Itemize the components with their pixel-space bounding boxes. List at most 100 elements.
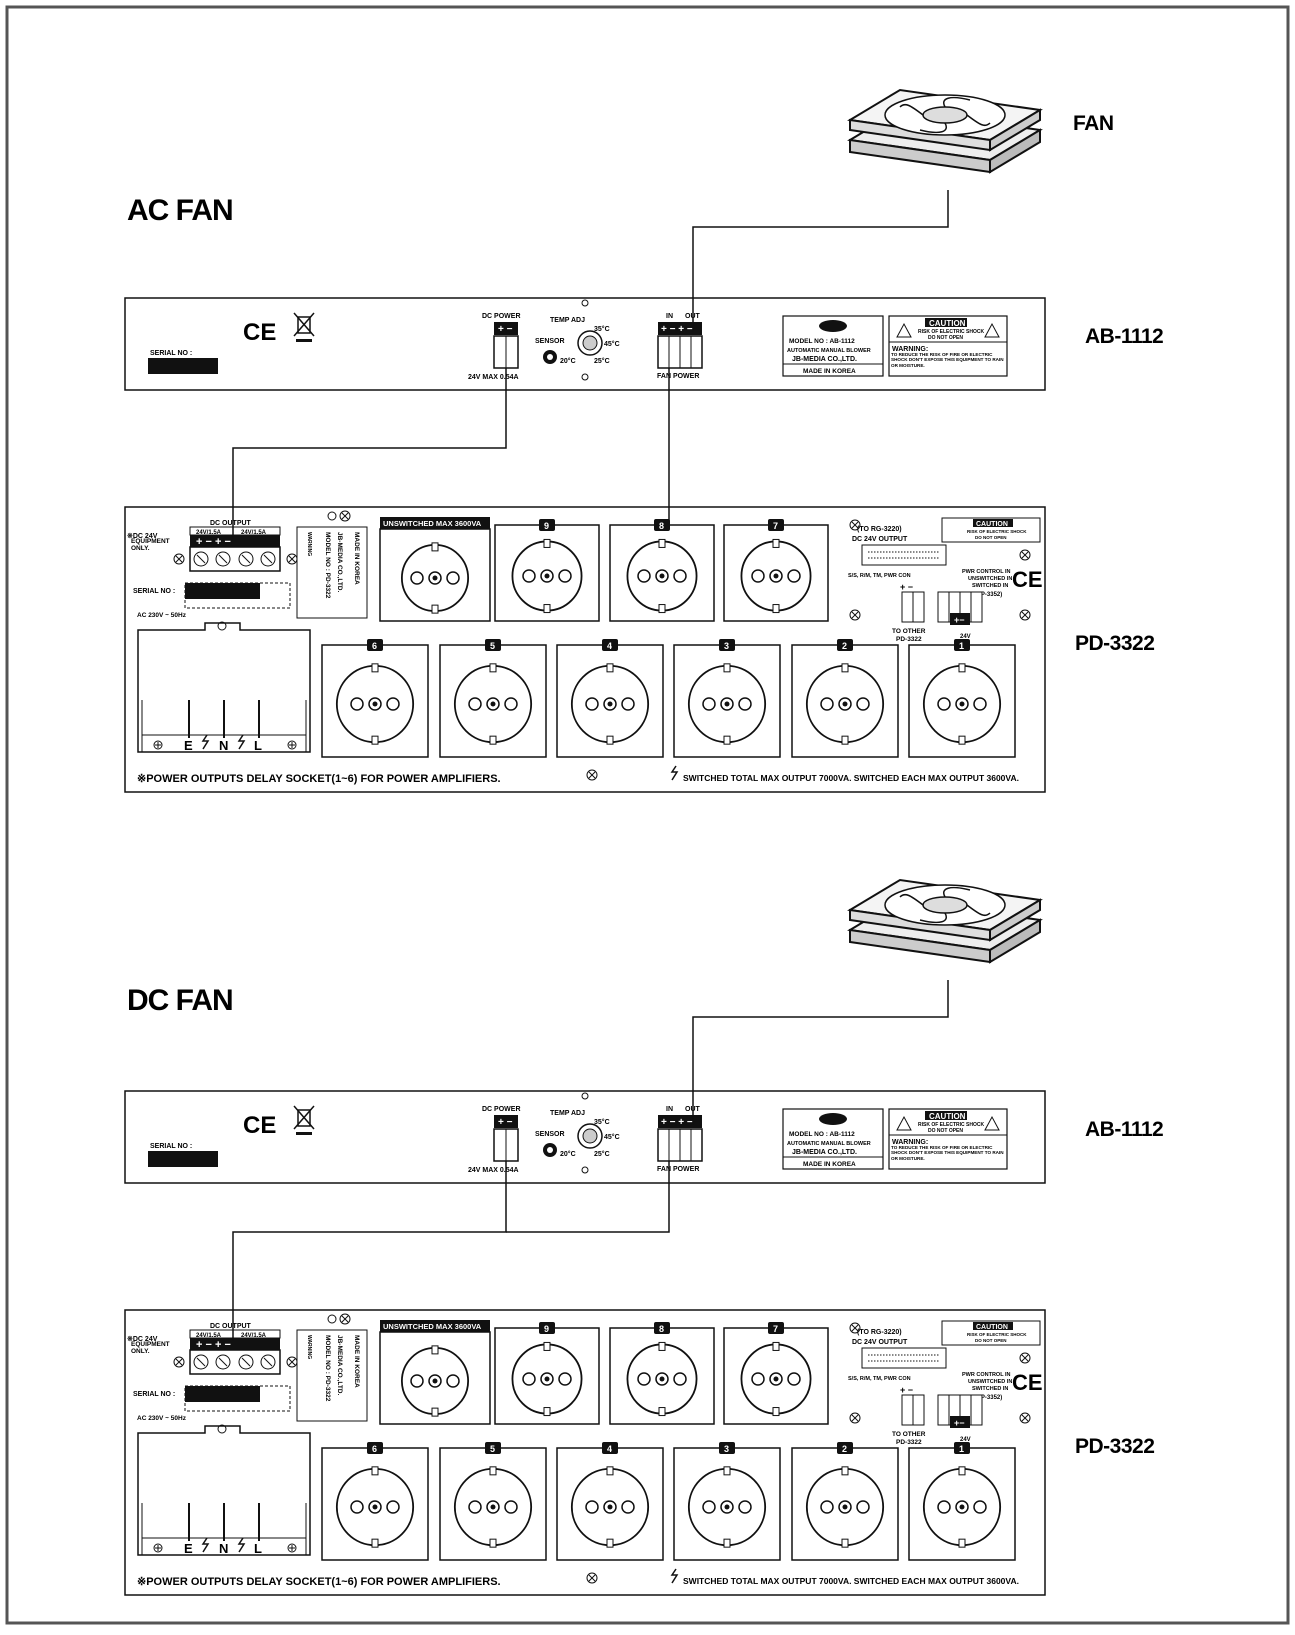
- svg-text:S/S, R/M, TM, PWR CON: S/S, R/M, TM, PWR CON: [848, 1376, 911, 1382]
- power-socket[interactable]: 9: [494, 519, 600, 622]
- svg-text:45°C: 45°C: [604, 1133, 620, 1141]
- screw-icon: [581, 373, 589, 381]
- svg-text:35°C: 35°C: [594, 1118, 610, 1126]
- dc-power-terminal[interactable]: + −: [493, 322, 519, 369]
- svg-text:+ − + −: + − + −: [196, 536, 231, 548]
- svg-text:CE: CE: [1012, 567, 1043, 592]
- svg-text:N: N: [219, 1541, 228, 1556]
- svg-text:DO NOT OPEN: DO NOT OPEN: [928, 335, 963, 341]
- power-socket[interactable]: 5: [439, 639, 547, 758]
- socket-number-badge: [654, 519, 670, 531]
- pdu-right-area: (TO RG-3220) DC 24V OUTPUT CAUTION RISK …: [586, 1320, 1043, 1584]
- socket-number: 1: [959, 641, 964, 651]
- power-socket[interactable]: 7: [723, 1322, 829, 1425]
- unswitched-banner: [380, 517, 490, 529]
- svg-text:S/S, R/M, TM, PWR CON: S/S, R/M, TM, PWR CON: [848, 573, 911, 579]
- svg-text:CE: CE: [1012, 1370, 1043, 1395]
- socket-number: 4: [607, 1444, 612, 1454]
- socket-number-badge: [719, 1442, 735, 1454]
- socket-number-badge: [954, 639, 970, 651]
- weee-bin-icon: [293, 312, 315, 342]
- svg-text:L: L: [254, 1541, 262, 1556]
- power-socket[interactable]: 9: [494, 1322, 600, 1425]
- svg-text:JB-MEDIA CO.,LTD.: JB-MEDIA CO.,LTD.: [792, 1149, 857, 1156]
- socket-number: 2: [842, 1444, 847, 1454]
- screw-icon: [327, 1313, 351, 1325]
- power-socket[interactable]: 3: [673, 1442, 781, 1561]
- jdb-logo-icon: [819, 320, 847, 332]
- power-socket[interactable]: 8: [609, 519, 715, 622]
- db-connector[interactable]: [861, 1347, 947, 1369]
- terminal-l: L: [254, 738, 262, 753]
- svg-text:AUTOMATIC MANUAL BLOWER: AUTOMATIC MANUAL BLOWER: [787, 1141, 871, 1147]
- fan-power-terminal[interactable]: + − + −: [657, 322, 703, 369]
- fan-power-terminal[interactable]: + − + −: [657, 1115, 703, 1162]
- svg-text:UNSWITCHED IN: UNSWITCHED IN: [968, 576, 1012, 582]
- lightning-icon: [201, 1537, 210, 1553]
- blower-label: AB-1112: [1085, 325, 1163, 348]
- socket-number-badge: [654, 1322, 670, 1334]
- svg-text:(TO EP-3352): (TO EP-3352): [965, 592, 1002, 598]
- socket-number: 6: [372, 1444, 377, 1454]
- power-socket[interactable]: 7: [723, 519, 829, 622]
- svg-text:24V: 24V: [960, 634, 971, 640]
- socket-number-badge: [539, 519, 555, 531]
- power-socket[interactable]: 4: [556, 1442, 664, 1561]
- db-connector[interactable]: [861, 544, 947, 566]
- ce-mark-icon: CE: [243, 319, 276, 346]
- wire-fan-to-out: [692, 980, 949, 1125]
- power-socket[interactable]: 6: [321, 639, 429, 758]
- svg-text:DC POWER: DC POWER: [482, 1106, 521, 1113]
- svg-text:MADE IN KOREA: MADE IN KOREA: [353, 1335, 360, 1388]
- dc-output-terminal[interactable]: 24V/1.5A 24V/1.5A + − + −: [189, 526, 281, 572]
- svg-text:SWITCHED IN: SWITCHED IN: [972, 1386, 1008, 1392]
- power-socket[interactable]: 1: [908, 639, 1016, 758]
- power-socket[interactable]: 3: [673, 639, 781, 758]
- svg-text:+ −: + −: [498, 1117, 513, 1128]
- svg-text:DC OUTPUT: DC OUTPUT: [210, 1323, 252, 1330]
- power-socket[interactable]: [379, 1331, 491, 1425]
- svg-text:WARNING: WARNING: [306, 1335, 312, 1359]
- power-socket[interactable]: 8: [609, 1322, 715, 1425]
- socket-number: 4: [607, 641, 612, 651]
- power-socket[interactable]: 2: [791, 639, 899, 758]
- blower-caution-plate: CAUTION RISK OF ELECTRIC SHOCK DO NOT OP…: [888, 315, 1008, 377]
- svg-text:CAUTION: CAUTION: [929, 1112, 966, 1121]
- power-socket[interactable]: 4: [556, 639, 664, 758]
- svg-text:CAUTION: CAUTION: [976, 1324, 1008, 1331]
- svg-text:SENSOR: SENSOR: [535, 1131, 565, 1138]
- svg-text:25°C: 25°C: [594, 1150, 610, 1158]
- svg-text:JB-MEDIA CO.,LTD.: JB-MEDIA CO.,LTD.: [336, 1335, 343, 1395]
- power-socket[interactable]: 6: [321, 1442, 429, 1561]
- socket-number: 5: [490, 641, 495, 651]
- dc-output-terminal[interactable]: 24V/1.5A 24V/1.5A + − + −: [189, 1329, 281, 1375]
- svg-text:+−: +−: [954, 1418, 965, 1428]
- power-socket[interactable]: [379, 528, 491, 622]
- svg-text:SERIAL NO :: SERIAL NO :: [133, 1391, 175, 1398]
- svg-text:IN: IN: [666, 1106, 673, 1113]
- socket-number: 8: [659, 1324, 664, 1334]
- blower-label: AB-1112: [1085, 1118, 1163, 1141]
- power-socket[interactable]: 1: [908, 1442, 1016, 1561]
- temp-35-label: 35°C: [594, 325, 610, 333]
- socket-number-badge: [768, 1322, 784, 1334]
- svg-text:24V/1.5A: 24V/1.5A: [241, 1333, 267, 1339]
- svg-text:RISK OF ELECTRIC SHOCK: RISK OF ELECTRIC SHOCK: [918, 1122, 985, 1128]
- svg-text:DO NOT OPEN: DO NOT OPEN: [928, 1128, 963, 1134]
- socket-number: 3: [724, 641, 729, 651]
- warning-triangle-icon: [896, 322, 912, 338]
- ac-terminal-block: E N L: [137, 1424, 311, 1556]
- dc-power-terminal[interactable]: + −: [493, 1115, 519, 1162]
- terminal-n: N: [219, 738, 228, 753]
- temp-25-label: 25°C: [594, 357, 610, 365]
- svg-text:SWITCHED TOTAL MAX OUTPUT 7000: SWITCHED TOTAL MAX OUTPUT 7000VA. SWITCH…: [683, 1576, 1019, 1586]
- screw-icon: [327, 510, 351, 522]
- lightning-icon: [237, 734, 246, 750]
- svg-text:24V MAX 0.54A: 24V MAX 0.54A: [468, 1167, 519, 1174]
- pdu-note: ※POWER OUTPUTS DELAY SOCKET(1~6) FOR POW…: [137, 773, 501, 785]
- svg-text:MODEL NO : PD-3322: MODEL NO : PD-3322: [324, 532, 331, 599]
- power-socket[interactable]: 2: [791, 1442, 899, 1561]
- socket-number: 8: [659, 521, 664, 531]
- unswitched-label: UNSWITCHED MAX 3600VA: [383, 519, 482, 528]
- power-socket[interactable]: 5: [439, 1442, 547, 1561]
